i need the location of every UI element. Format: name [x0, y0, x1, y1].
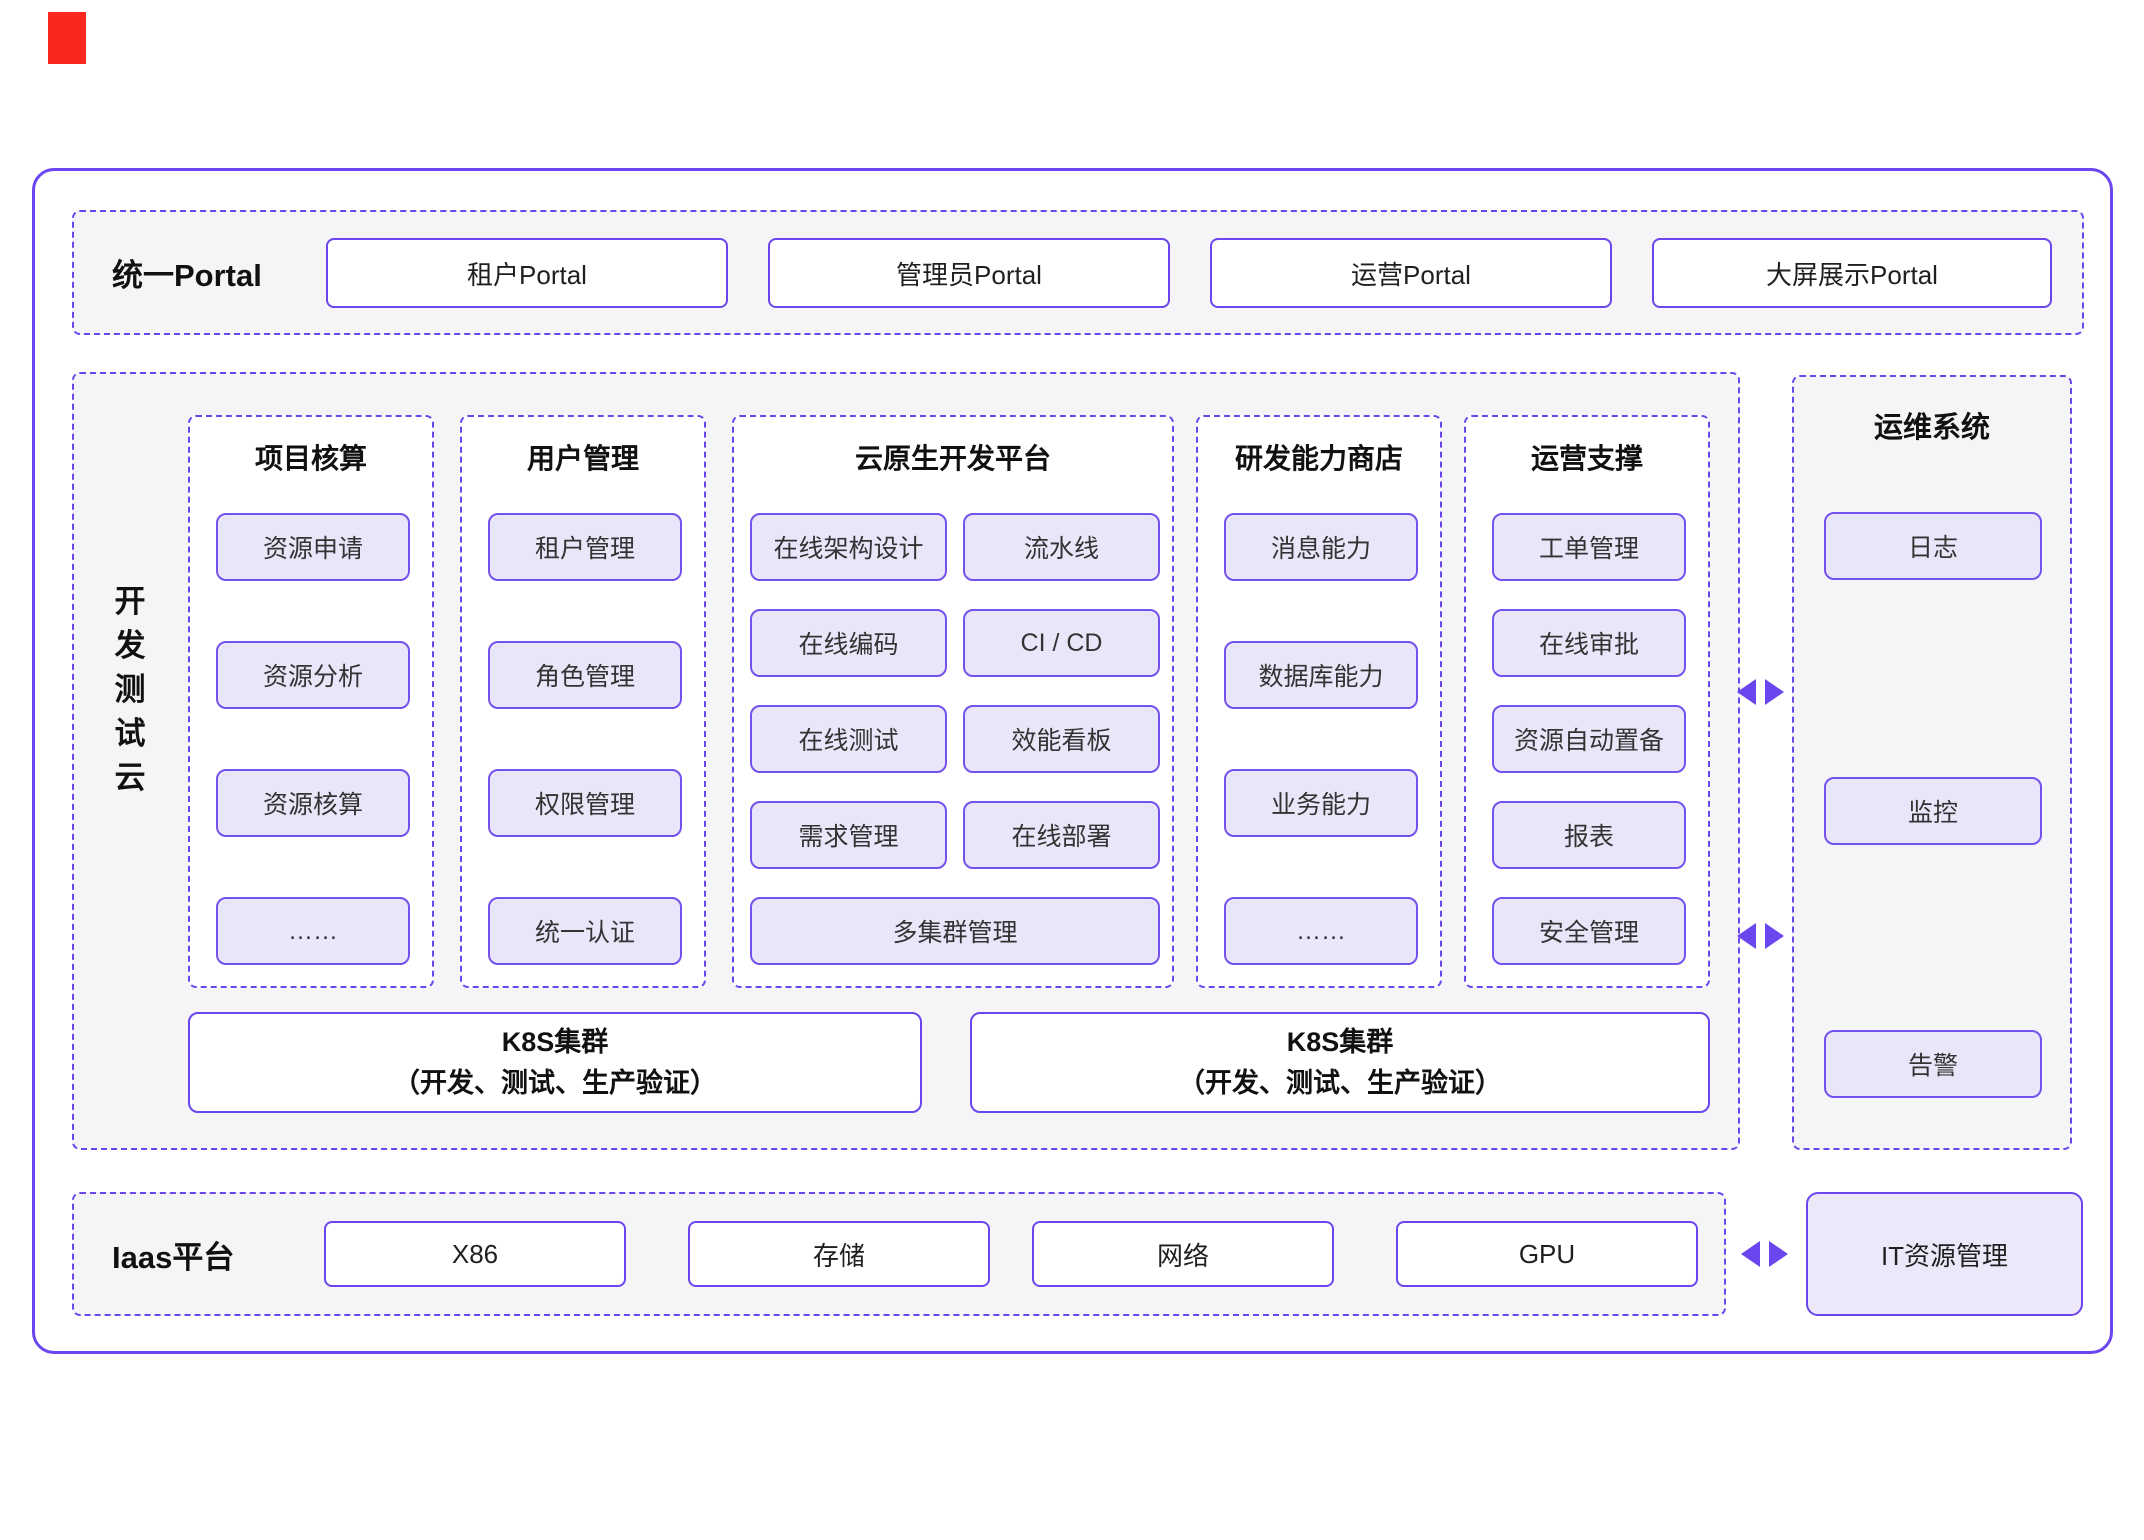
k8s-cluster-box: K8S集群 （开发、测试、生产验证） [188, 1012, 922, 1113]
column-cloud-native-platform: 云原生开发平台 在线架构设计 流水线 在线编码 CI / CD 在线测试 效能看… [732, 415, 1174, 988]
vertical-label-char: 云 [114, 760, 146, 796]
it-resource-mgmt-box: IT资源管理 [1806, 1192, 2083, 1316]
arrow-left-icon [1741, 1241, 1760, 1267]
cell-tenant-mgmt: 租户管理 [488, 513, 682, 581]
cell-unified-auth: 统一认证 [488, 897, 682, 965]
k8s-subtitle: （开发、测试、生产验证） [393, 1067, 717, 1098]
column-title: 用户管理 [526, 443, 639, 474]
cell-resource-analysis: 资源分析 [216, 641, 410, 709]
cell-x86: X86 [324, 1221, 626, 1287]
cell-business-capability: 业务能力 [1224, 769, 1418, 837]
portal-box-admin: 管理员Portal [768, 238, 1170, 308]
k8s-cluster-box: K8S集群 （开发、测试、生产验证） [970, 1012, 1710, 1113]
cell-online-arch-design: 在线架构设计 [750, 513, 947, 581]
portal-box-tenant: 租户Portal [326, 238, 728, 308]
portal-box-operation: 运营Portal [1210, 238, 1612, 308]
cell-ci-cd: CI / CD [963, 609, 1160, 677]
bidirectional-arrow-icon [1741, 1241, 1788, 1267]
cell-resource-accounting: 资源核算 [216, 769, 410, 837]
cell-alerting: 告警 [1824, 1030, 2042, 1098]
cell-online-coding: 在线编码 [750, 609, 947, 677]
bidirectional-arrow-icon [1737, 923, 1784, 949]
cell-role-mgmt: 角色管理 [488, 641, 682, 709]
cell-ellipsis: …… [216, 897, 410, 965]
cell-requirement-mgmt: 需求管理 [750, 801, 947, 869]
column-title: 云原生开发平台 [854, 443, 1051, 474]
cell-online-testing: 在线测试 [750, 705, 947, 773]
vertical-label-char: 试 [114, 716, 146, 752]
arrow-right-icon [1765, 923, 1784, 949]
cell-efficiency-board: 效能看板 [963, 705, 1160, 773]
column-user-management: 用户管理 租户管理 角色管理 权限管理 统一认证 [460, 415, 706, 988]
arrow-left-icon [1737, 679, 1756, 705]
cell-auto-provisioning: 资源自动置备 [1492, 705, 1686, 773]
cell-online-approval: 在线审批 [1492, 609, 1686, 677]
iaas-band-label: Iaas平台 [112, 1239, 235, 1275]
cell-database-capability: 数据库能力 [1224, 641, 1418, 709]
arrow-left-icon [1737, 923, 1756, 949]
red-marker [48, 12, 86, 64]
column-project-accounting: 项目核算 资源申请 资源分析 资源核算 …… [188, 415, 434, 988]
dev-cloud-vertical-label: 开 发 测 试 云 [100, 584, 160, 796]
bidirectional-arrow-icon [1737, 679, 1784, 705]
k8s-title: K8S集群 [1286, 1027, 1394, 1057]
cell-network: 网络 [1032, 1221, 1334, 1287]
column-capability-store: 研发能力商店 消息能力 数据库能力 业务能力 …… [1196, 415, 1442, 988]
column-title: 项目核算 [254, 443, 367, 474]
cell-online-deploy: 在线部署 [963, 801, 1160, 869]
vertical-label-char: 测 [114, 672, 146, 708]
arrow-right-icon [1769, 1241, 1788, 1267]
cell-ticket-mgmt: 工单管理 [1492, 513, 1686, 581]
column-title: 研发能力商店 [1234, 443, 1403, 474]
cell-monitoring: 监控 [1824, 777, 2042, 845]
cell-multi-cluster-mgmt: 多集群管理 [750, 897, 1160, 965]
vertical-label-char: 发 [114, 628, 146, 664]
ops-system-title: 运维系统 [1873, 412, 1990, 444]
cell-ellipsis: …… [1224, 897, 1418, 965]
cell-resource-apply: 资源申请 [216, 513, 410, 581]
cell-message-capability: 消息能力 [1224, 513, 1418, 581]
portal-box-bigscreen: 大屏展示Portal [1652, 238, 2052, 308]
arrow-right-icon [1765, 679, 1784, 705]
cell-report: 报表 [1492, 801, 1686, 869]
cell-storage: 存储 [688, 1221, 990, 1287]
cell-permission-mgmt: 权限管理 [488, 769, 682, 837]
column-operation-support: 运营支撑 工单管理 在线审批 资源自动置备 报表 安全管理 [1464, 415, 1710, 988]
column-title: 运营支撑 [1530, 443, 1643, 474]
cell-security-mgmt: 安全管理 [1492, 897, 1686, 965]
portal-band-label: 统一Portal [112, 258, 262, 293]
k8s-subtitle: （开发、测试、生产验证） [1178, 1067, 1502, 1098]
cell-pipeline: 流水线 [963, 513, 1160, 581]
cell-gpu: GPU [1396, 1221, 1698, 1287]
ops-system-panel [1792, 375, 2072, 1150]
k8s-title: K8S集群 [501, 1027, 609, 1057]
vertical-label-char: 开 [114, 584, 146, 619]
cell-logs: 日志 [1824, 512, 2042, 580]
